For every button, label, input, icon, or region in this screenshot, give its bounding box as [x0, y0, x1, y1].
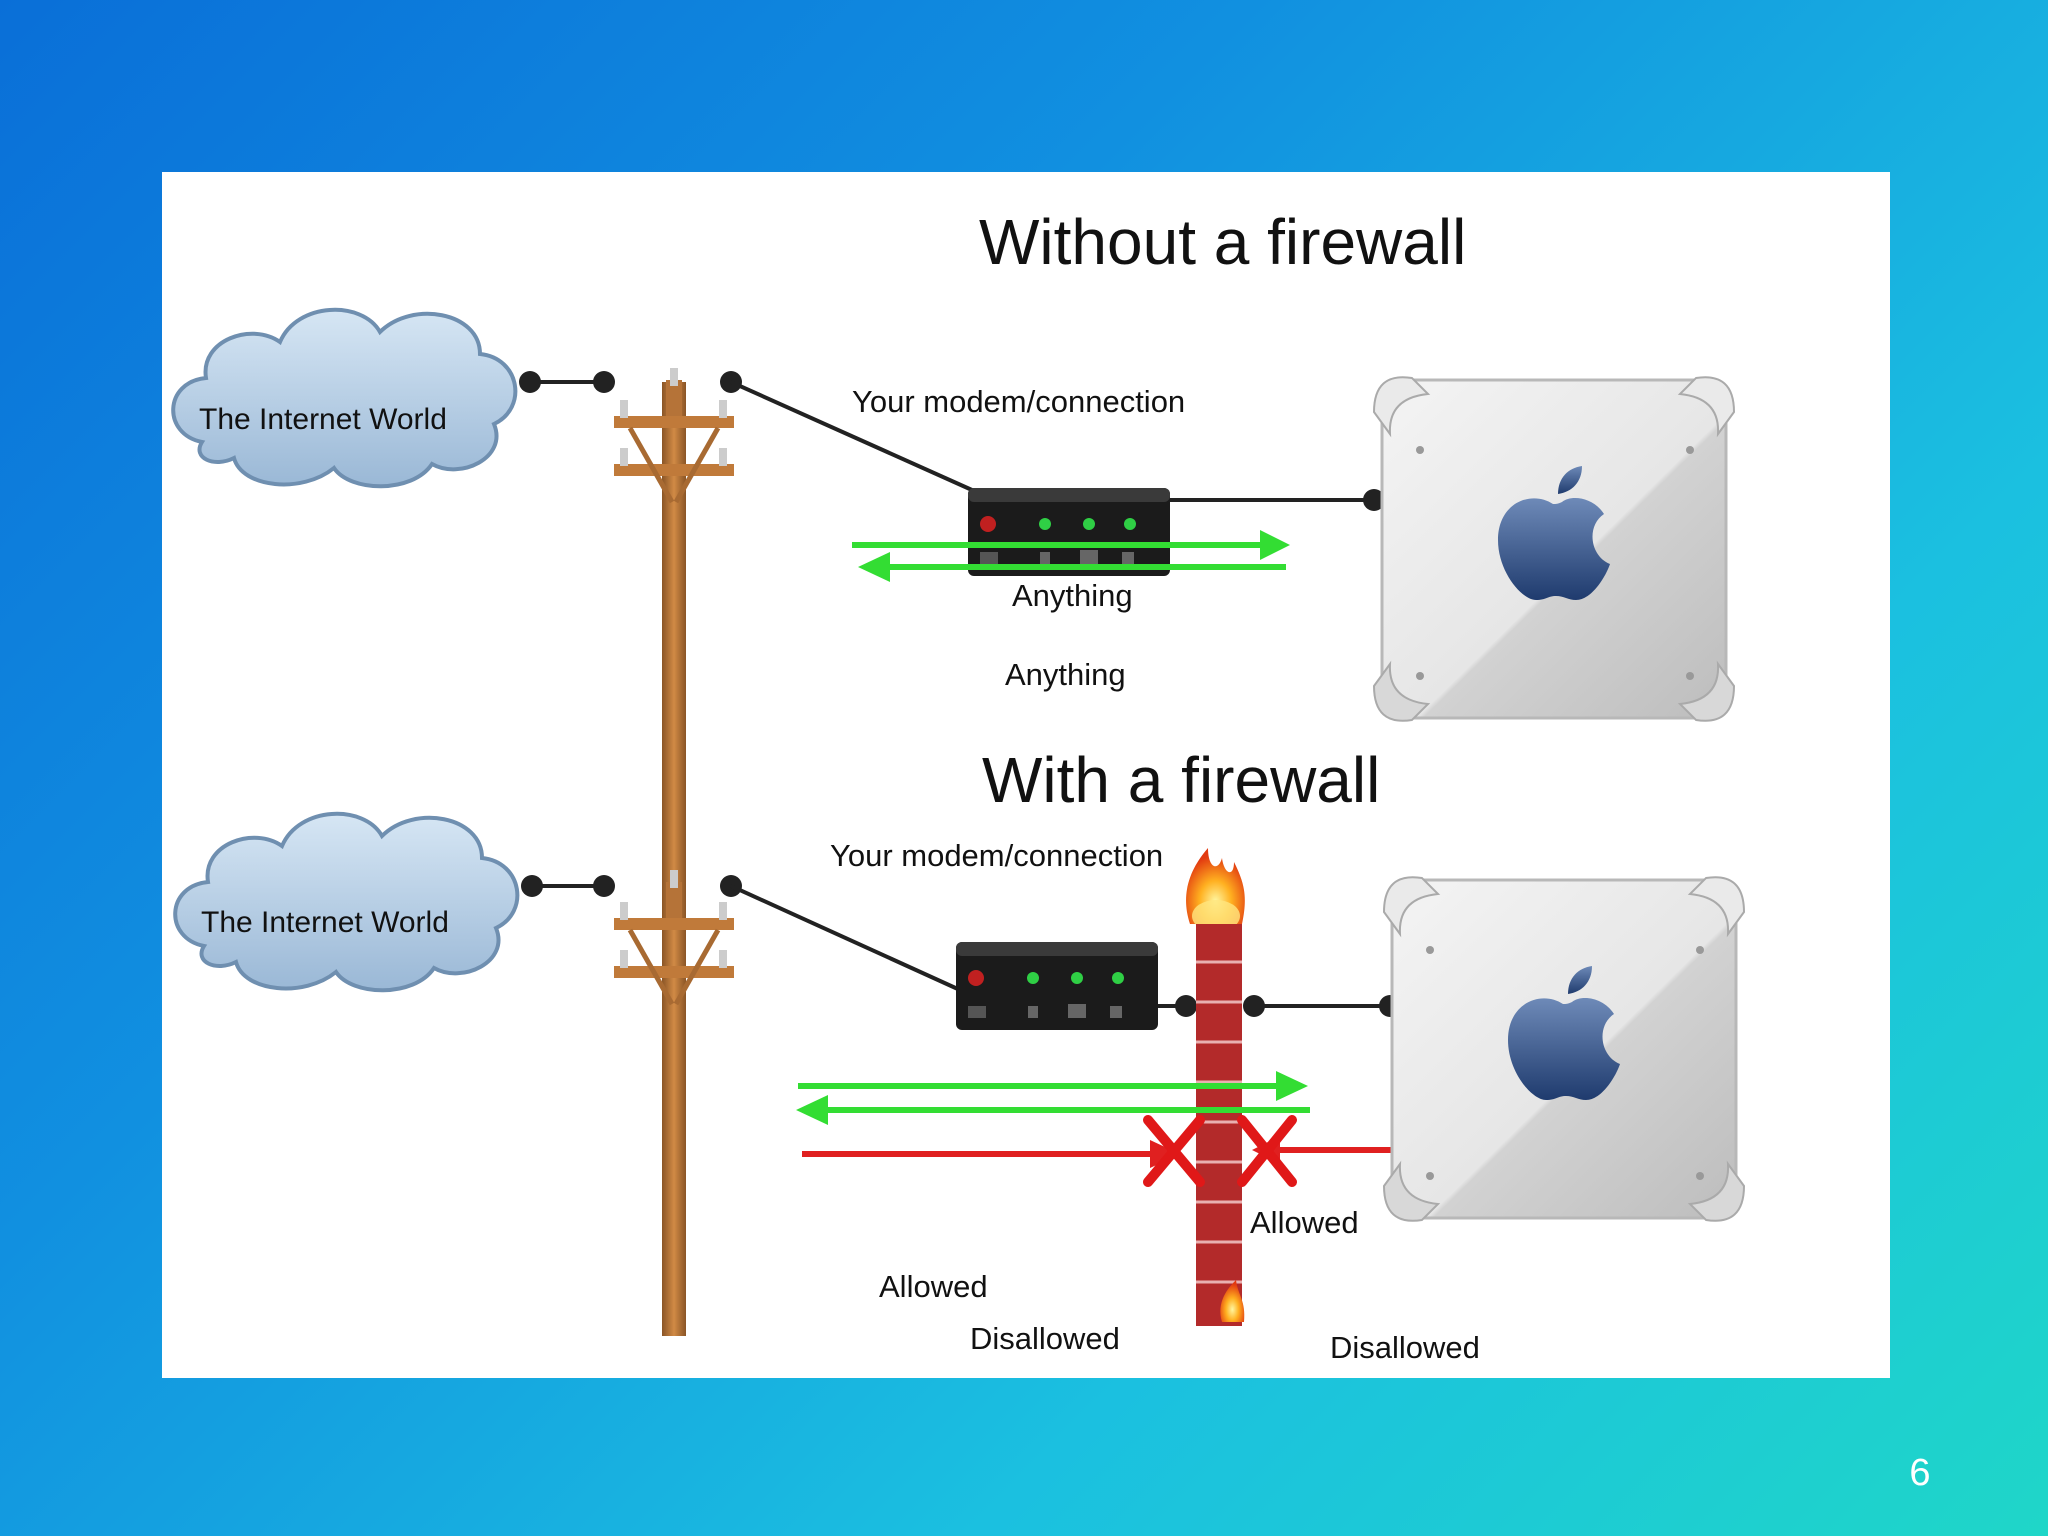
x-mark-icon — [1237, 1115, 1297, 1187]
page-number: 6 — [1909, 1452, 1931, 1494]
panel-title: With a firewall — [982, 744, 1380, 816]
arrow-outbound — [852, 530, 1290, 560]
connector-dot — [521, 875, 543, 897]
modem-label: Your modem/connection — [830, 838, 1163, 873]
arrow-allowed-outbound — [798, 1071, 1308, 1101]
firewall-diagram: Without a firewall The Internet World — [171, 206, 1746, 1365]
diagram-image: Without a firewall The Internet World — [162, 172, 1890, 1378]
modem-label: Your modem/connection — [852, 384, 1185, 419]
disallowed-label-right: Disallowed — [1330, 1330, 1480, 1365]
allowed-label-right: Allowed — [1250, 1205, 1359, 1240]
arrow-inbound — [858, 552, 1286, 582]
x-mark-icon — [1143, 1115, 1205, 1187]
panel-without-firewall: Without a firewall The Internet World — [171, 206, 1736, 892]
allowed-label-left: Allowed — [879, 1269, 988, 1304]
computer-tower-icon — [1382, 876, 1746, 1222]
modem-icon — [968, 488, 1170, 576]
arrow-allowed-inbound — [796, 1095, 1310, 1125]
apple-logo-icon — [1498, 466, 1610, 600]
computer-tower-icon — [1372, 376, 1736, 722]
apple-logo-icon — [1508, 966, 1620, 1100]
connector-dot — [593, 875, 615, 897]
cloud-icon — [171, 307, 518, 489]
wire — [730, 884, 961, 992]
disallowed-label-left: Disallowed — [970, 1321, 1120, 1356]
wire — [730, 380, 973, 492]
cloud-icon — [173, 811, 520, 993]
utility-pole-icon — [614, 368, 734, 892]
arrow-disallowed-outbound — [802, 1140, 1180, 1168]
arrow-label-bottom: Anything — [1005, 657, 1126, 692]
connector-dot — [519, 371, 541, 393]
cloud-label: The Internet World — [199, 403, 447, 436]
arrow-label-top: Anything — [1012, 578, 1133, 613]
modem-icon — [956, 942, 1158, 1030]
connector-dot — [1175, 995, 1197, 1017]
firewall-icon — [1186, 848, 1245, 1326]
cloud-label: The Internet World — [201, 906, 449, 939]
connector-dot — [1363, 489, 1385, 511]
panel-title: Without a firewall — [979, 206, 1466, 278]
panel-with-firewall: With a firewall The Internet World Your … — [173, 744, 1746, 1365]
connector-dot — [593, 371, 615, 393]
utility-pole-icon — [614, 870, 734, 1336]
